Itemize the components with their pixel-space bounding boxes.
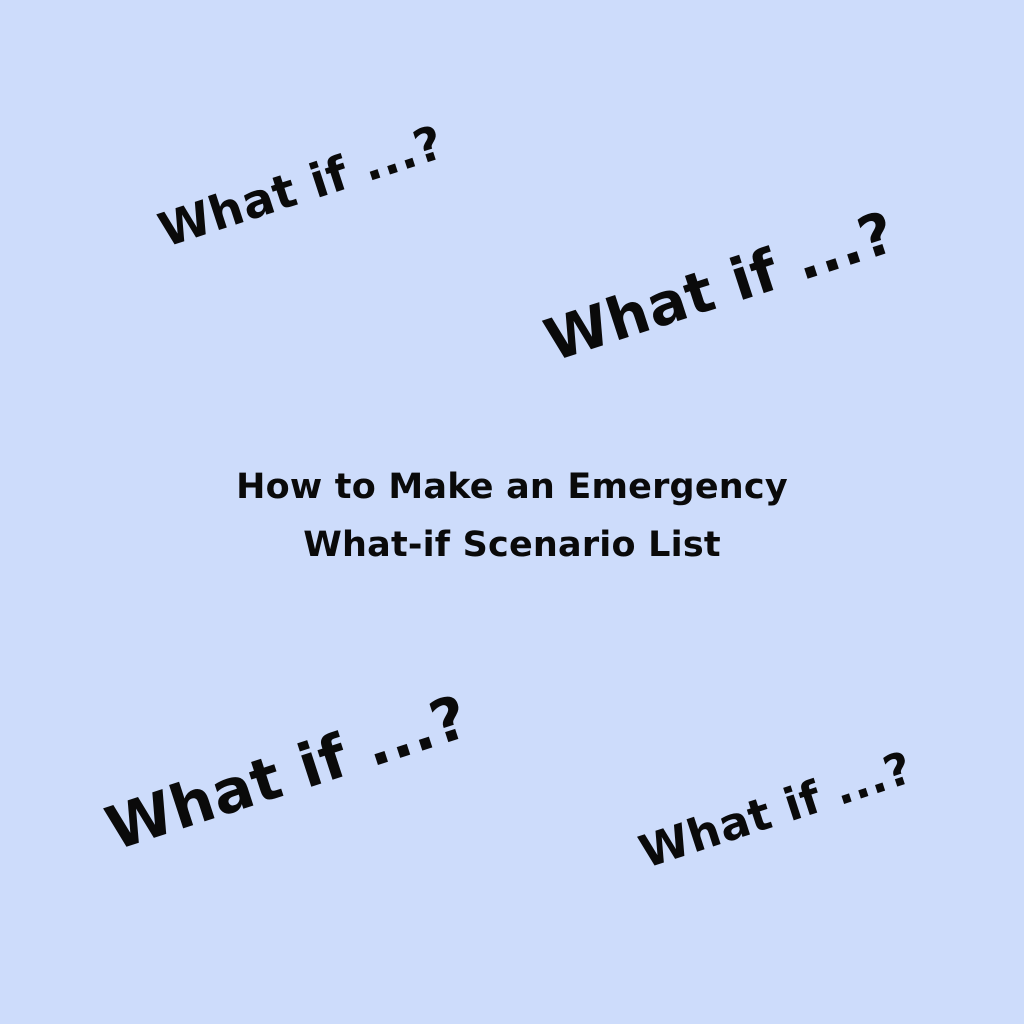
page-title: How to Make an Emergency What-if Scenari… (0, 458, 1024, 574)
title-line-2: What-if Scenario List (303, 525, 721, 565)
what-if-phrase-top-right: What if ...? (536, 197, 904, 375)
what-if-phrase-bottom-left: What if ...? (97, 682, 477, 865)
title-line-1: How to Make an Emergency (236, 467, 788, 507)
what-if-phrase-top-left: What if ...? (152, 115, 451, 259)
what-if-phrase-bottom-right: What if ...? (632, 740, 919, 879)
